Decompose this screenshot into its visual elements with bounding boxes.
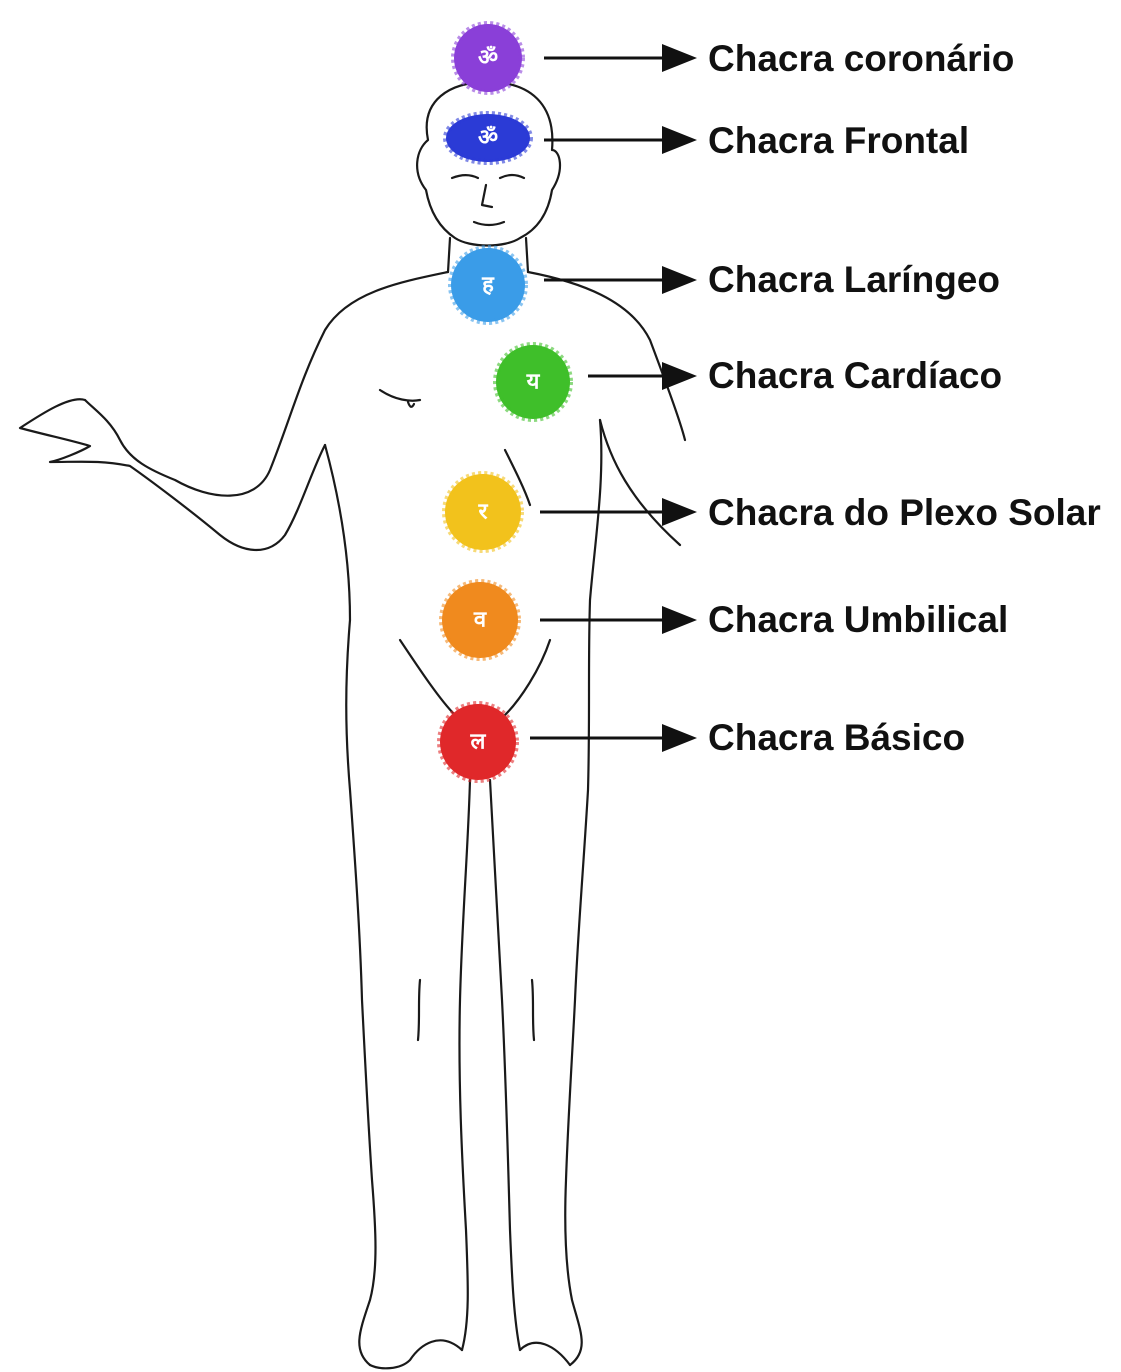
arrow-head-crown (662, 44, 697, 72)
human-body-outline (20, 82, 685, 1368)
chakra-crown: ॐ Chacra coronário (454, 24, 1014, 92)
chakra-heart: य Chacra Cardíaco (496, 345, 1002, 419)
third-eye-chakra-symbol: ॐ (478, 126, 498, 151)
arrow-head-heart (662, 362, 697, 390)
chakra-label-sacral: Chacra Umbilical (708, 599, 1008, 640)
chakra-label-throat: Chacra Laríngeo (708, 259, 1000, 300)
chakra-sacral: व Chacra Umbilical (442, 582, 1008, 658)
arrow-head-throat (662, 266, 697, 294)
solar-plexus-chakra-symbol: र (478, 500, 489, 525)
arrow-head-solar-plexus (662, 498, 697, 526)
crown-chakra-symbol: ॐ (478, 46, 498, 71)
root-chakra-symbol: ल (470, 730, 487, 755)
arrow-head-root (662, 724, 697, 752)
sacral-chakra-symbol: व (473, 608, 487, 633)
chakra-root: ल Chacra Básico (440, 704, 965, 780)
chakra-solar-plexus: र Chacra do Plexo Solar (445, 474, 1101, 550)
chakra-throat: ह Chacra Laríngeo (451, 248, 1000, 322)
chakra-label-crown: Chacra coronário (708, 38, 1014, 79)
heart-chakra-symbol: य (526, 370, 541, 395)
chakra-label-solar-plexus: Chacra do Plexo Solar (708, 492, 1101, 533)
chakra-label-root: Chacra Básico (708, 717, 965, 758)
throat-chakra-symbol: ह (481, 273, 495, 298)
chakra-label-third-eye: Chacra Frontal (708, 120, 969, 161)
arrow-head-third-eye (662, 126, 697, 154)
chakra-third-eye: ॐ Chacra Frontal (446, 114, 969, 162)
chakra-label-heart: Chacra Cardíaco (708, 355, 1002, 396)
arrow-head-sacral (662, 606, 697, 634)
